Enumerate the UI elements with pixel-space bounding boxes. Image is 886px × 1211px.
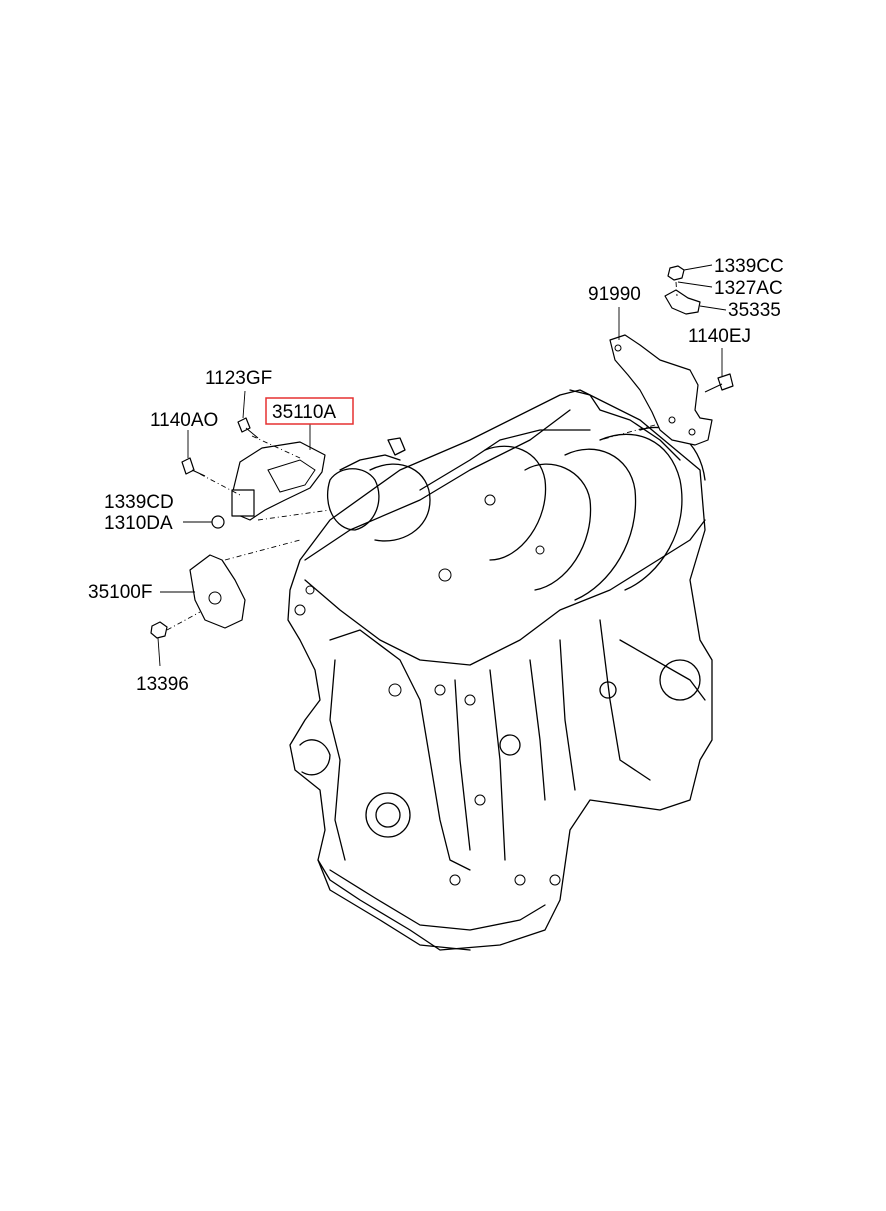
guide-line	[251, 435, 301, 459]
guide-line	[224, 539, 301, 561]
bolt-1123GF	[237, 417, 259, 439]
label-1310DA[interactable]: 1310DA	[104, 513, 173, 534]
bracket-91990	[609, 334, 713, 446]
label-1339CC[interactable]: 1339CC	[714, 256, 784, 277]
guide-line	[166, 611, 201, 631]
nut-1310DA	[211, 515, 225, 529]
label-35110A[interactable]: 35110A	[272, 402, 336, 423]
sensor-35100F	[189, 554, 246, 629]
leader-lines	[157, 264, 727, 667]
label-1327AC[interactable]: 1327AC	[714, 278, 783, 299]
guide-line	[675, 281, 678, 297]
guide-line	[599, 424, 656, 441]
sensor-35110A	[231, 441, 326, 521]
guide-line	[257, 509, 331, 521]
label-1339CD[interactable]: 1339CD	[104, 492, 174, 513]
highlight-box	[265, 397, 354, 425]
sensor-35335	[664, 289, 701, 315]
label-35100F[interactable]: 35100F	[88, 582, 152, 603]
bolt-1140EJ	[704, 373, 734, 393]
label-1123GF[interactable]: 1123GF	[205, 368, 272, 389]
label-13396[interactable]: 13396	[136, 674, 189, 695]
engine-block	[287, 389, 713, 951]
label-1140AO[interactable]: 1140AO	[150, 410, 218, 431]
guide-line	[199, 473, 241, 496]
nut-13396	[150, 621, 168, 639]
label-91990[interactable]: 91990	[588, 284, 641, 305]
nut-1339CC	[667, 265, 685, 281]
label-35335[interactable]: 35335	[728, 300, 781, 321]
label-1140EJ[interactable]: 1140EJ	[688, 326, 751, 347]
bolt-1140AO	[181, 457, 206, 477]
